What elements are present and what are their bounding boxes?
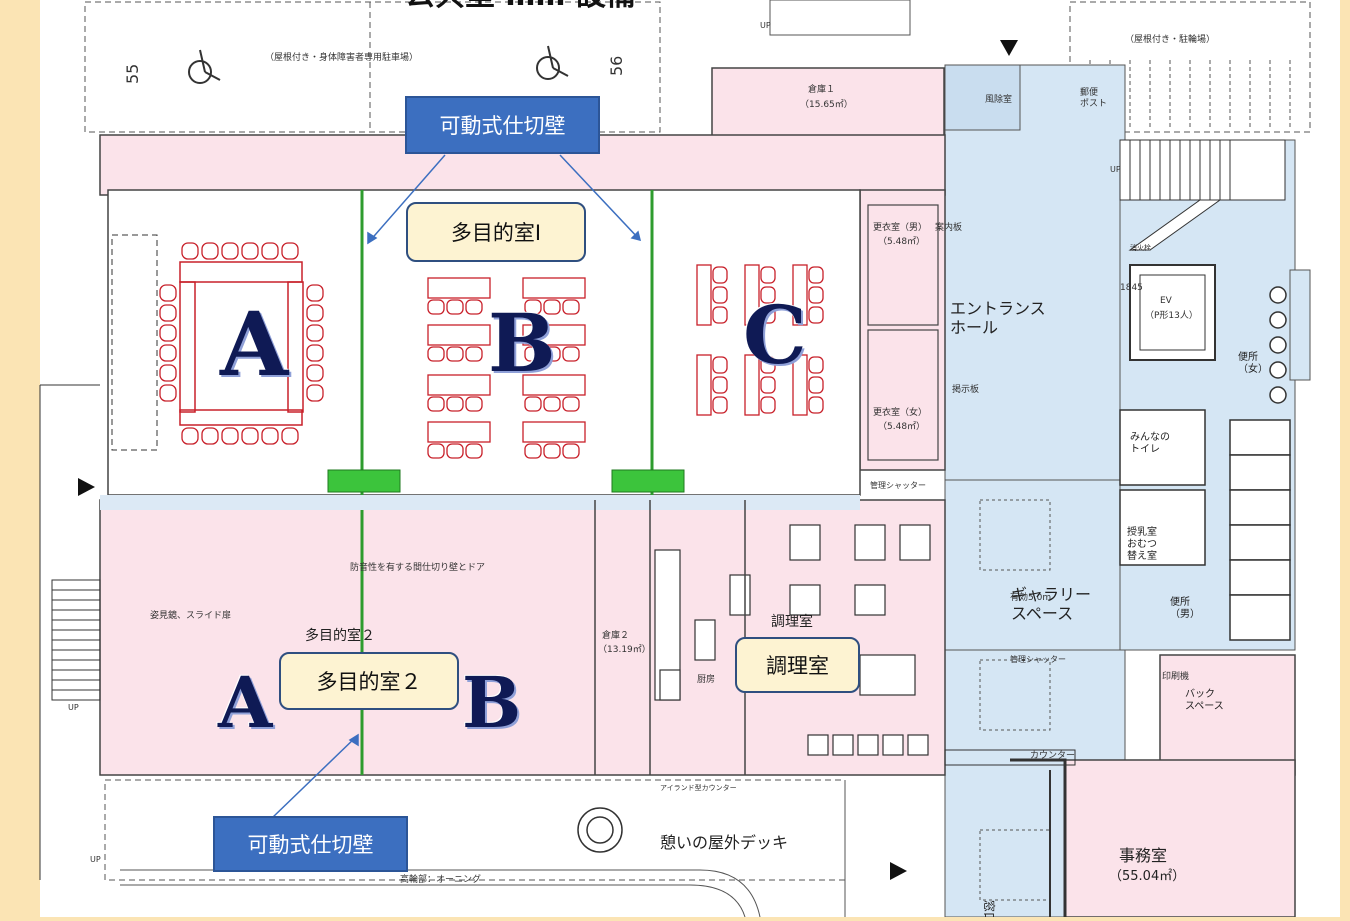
right-stair <box>1119 139 1286 201</box>
up-label: UP <box>1110 165 1121 174</box>
kitchen-fixtures <box>654 549 929 756</box>
callout-partition-top: 可動式仕切壁 <box>405 96 600 154</box>
counter-label: カウンター <box>1030 750 1075 761</box>
callout-partition-bottom: 可動式仕切壁 <box>213 816 408 872</box>
wheelchair-icon <box>536 45 569 80</box>
width-note: 有効5.0m <box>1010 591 1051 603</box>
callout-arrows <box>271 154 642 819</box>
toilet-male-label: 便所（男） <box>1170 595 1200 620</box>
shutter-label: 管理シャッター <box>870 480 926 490</box>
printer-label: 印刷機 <box>1162 670 1189 682</box>
parking-caption: （屋根付き・身体障害者専用駐車場） <box>265 51 418 63</box>
entrance-arrow-icon <box>890 862 907 880</box>
accessible-toilet-label: みんなのトイレ <box>1130 431 1170 455</box>
room2-plan-label: 多目的室２ <box>305 627 375 644</box>
parking-number-56: 56 <box>607 56 626 76</box>
office-label: 事務室 <box>1119 846 1167 865</box>
zone-a-room2: A <box>218 661 273 744</box>
cooking-room-plan-label: 調理室 <box>771 613 813 630</box>
tables-zone-b <box>427 277 586 459</box>
island-counter-label: アイランド型カウンター <box>660 783 737 792</box>
outdoor-deck <box>104 779 846 918</box>
shutter-label: 管理シャッター <box>1010 654 1066 664</box>
callout-room2: 多目的室２ <box>279 652 459 710</box>
zone-a-room1: A <box>220 292 289 396</box>
toilet-female-label: 便所（女） <box>1238 350 1268 375</box>
deck-label: 憩いの屋外デッキ <box>660 833 788 852</box>
dimension-label: 1845 <box>1120 283 1143 293</box>
tables-zone-a <box>179 261 304 426</box>
up-label: UP <box>68 703 79 712</box>
left-stair <box>51 579 101 701</box>
entrance-hall-label: エントランスホール <box>950 299 1046 337</box>
window-label: 窓口 <box>982 900 997 917</box>
gallery-label: ギャラリースペース <box>1011 585 1091 623</box>
ev-label: EV <box>1160 296 1173 306</box>
storage1-label: 倉庫１ <box>808 83 835 95</box>
callout-room1: 多目的室Ⅰ <box>406 202 586 262</box>
entrance-arrow-icon <box>1000 40 1018 56</box>
nursing-room-label: 授乳室おむつ替え室 <box>1127 525 1157 562</box>
partition-storage <box>327 469 685 493</box>
dining-tables <box>789 524 931 696</box>
partition-note: 防音性を有する間仕切り壁とドア <box>350 561 485 573</box>
accessible-toilet <box>1119 409 1206 566</box>
zone-b-room2: B <box>462 661 522 744</box>
bicycle-caption: （屋根付き・駐輪場） <box>1125 33 1215 45</box>
tables-zone-c <box>696 264 824 416</box>
accessible-parking <box>84 1 661 133</box>
changing-room-female-area: （5.48㎡） <box>878 421 925 432</box>
storage2-label: 倉庫２ <box>602 629 629 641</box>
movable-partitions <box>360 190 654 775</box>
postbox-label: 郵便ポスト <box>1080 86 1107 109</box>
elevator <box>1129 264 1216 361</box>
folding-door-label: 姿見鏡、スライド扉 <box>150 609 231 621</box>
awning-label: 高輪部：オーニング <box>400 873 481 885</box>
entrance-arrow-icon <box>78 478 95 496</box>
office-area: （55.04㎡） <box>1109 869 1185 884</box>
fire-box-label: 消火栓 <box>1130 243 1151 252</box>
outdoor-table-icon <box>577 807 623 853</box>
changing-room-male-area: （5.48㎡） <box>878 236 925 247</box>
page-title-fragment: 公共室 …… 設備 <box>405 0 636 13</box>
up-label: UP <box>760 21 771 30</box>
toilet-stalls <box>1229 419 1291 641</box>
zone-b-room1: B <box>488 296 556 390</box>
wheelchair-icon <box>188 49 221 84</box>
zone-c-room1: C <box>743 288 807 382</box>
storage1-area: （15.65㎡） <box>800 99 853 110</box>
storage2-area: （13.19㎡） <box>598 644 651 655</box>
wind-room-label: 風除室 <box>985 93 1012 105</box>
parking-number-55: 55 <box>123 64 142 84</box>
changing-room-female-label: 更衣室（女） <box>873 406 927 418</box>
changing-room-male-label: 更衣室（男） <box>873 221 927 233</box>
notice-board-label: 掲示板 <box>952 383 979 395</box>
callout-kitchen: 調理室 <box>735 637 860 693</box>
ev-capacity-label: （P形13人） <box>1145 309 1198 321</box>
info-board-label: 案内板 <box>935 221 962 233</box>
back-space-label: バックスペース <box>1185 688 1224 712</box>
kitchen-sub-label: 厨房 <box>697 673 715 685</box>
up-label: UP <box>90 855 101 864</box>
